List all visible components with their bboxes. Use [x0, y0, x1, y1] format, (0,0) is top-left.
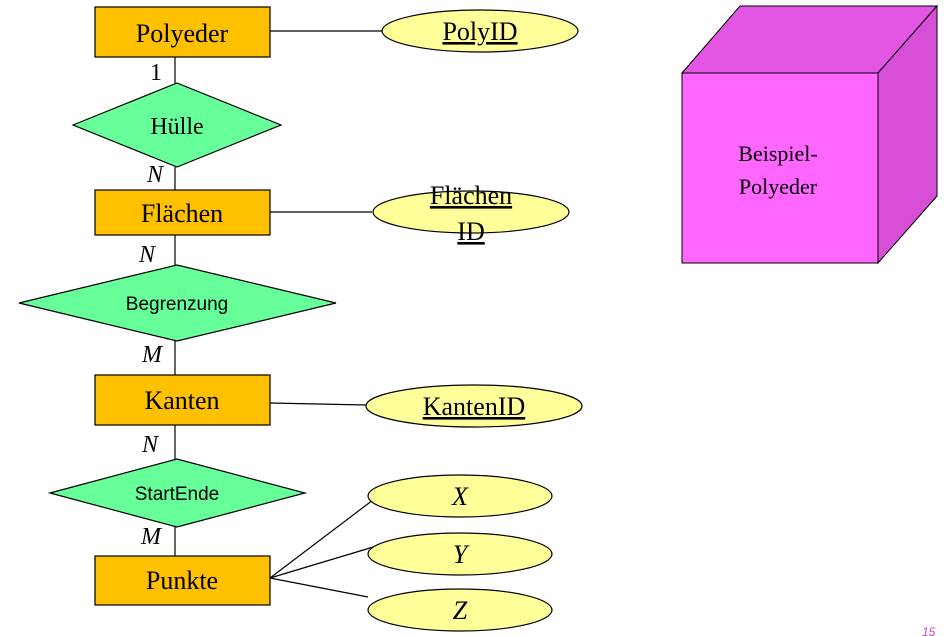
entity-kanten: Kanten	[94, 374, 271, 426]
entity-flaechen: Flächen	[94, 189, 271, 236]
entity-flaechen-label: Flächen	[141, 199, 223, 228]
page-number: 15	[922, 625, 936, 636]
attribute-kantenid-label: KantenID	[423, 392, 526, 421]
line-kanten-kantenid	[269, 402, 367, 406]
line-punkte-y	[269, 544, 381, 579]
relationship-startende: StartEnde	[47, 458, 308, 528]
example-cube: Beispiel- Polyeder	[680, 4, 939, 265]
cube-label-line1: Beispiel-	[738, 141, 817, 166]
relationship-huelle-label: Hülle	[150, 114, 203, 140]
relationship-startende-label: StartEnde	[135, 484, 220, 505]
attribute-x: X	[367, 474, 553, 518]
line-punkte-z	[269, 577, 369, 598]
attribute-flaechenid: Flächen ID	[372, 181, 570, 246]
cardinality-kanten-startende: N	[141, 432, 160, 458]
cube-label-line2: Polyeder	[739, 174, 818, 199]
attribute-kantenid: KantenID	[365, 384, 583, 428]
cardinality-flaechen-begrenzung: N	[138, 242, 157, 268]
relationship-begrenzung-label: Begrenzung	[126, 294, 228, 315]
entity-polyeder: Polyeder	[94, 6, 271, 58]
relationship-begrenzung: Begrenzung	[18, 264, 337, 342]
cardinality-huelle-flaechen: N	[146, 162, 165, 188]
cardinality-startende-punkte: M	[140, 524, 163, 550]
cardinality-begrenzung-kanten: M	[141, 342, 164, 368]
entity-punkte: Punkte	[94, 555, 271, 606]
attribute-flaechenid-line1: Flächen	[430, 181, 512, 210]
entity-punkte-label: Punkte	[146, 566, 218, 595]
cardinality-polyeder-huelle: 1	[150, 60, 162, 86]
entity-polyeder-label: Polyeder	[136, 19, 229, 48]
attribute-x-label: X	[451, 482, 469, 511]
attribute-y-label: Y	[453, 540, 470, 569]
attribute-z-label: Z	[453, 596, 468, 625]
entity-kanten-label: Kanten	[144, 386, 219, 415]
attribute-z: Z	[367, 588, 553, 632]
cube-front-face	[681, 72, 879, 264]
relationship-huelle: Hülle	[71, 82, 283, 168]
attribute-polyid-label: PolyID	[442, 17, 517, 46]
attribute-polyid: PolyID	[381, 9, 579, 53]
attribute-y: Y	[367, 532, 553, 576]
attribute-flaechenid-line2: ID	[457, 217, 484, 246]
